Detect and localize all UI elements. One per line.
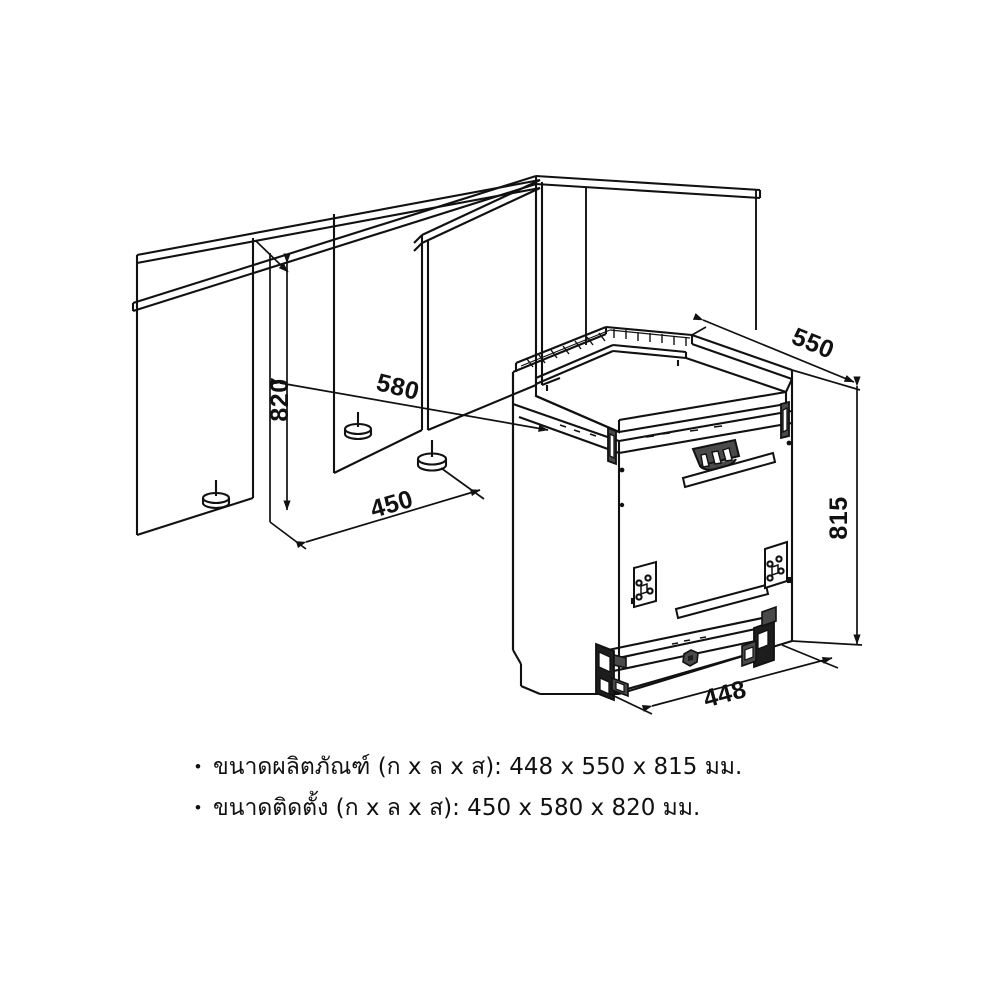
- list-item: • ขนาดผลิตภัณฑ์ (ก x ล x ส): 448 x 550 x…: [195, 752, 895, 782]
- list-item: • ขนาดติดตั้ง (ก x ล x ส): 450 x 580 x 8…: [195, 793, 895, 823]
- countertop-slab: [131, 174, 762, 313]
- door-slot-lower: [674, 583, 770, 620]
- base-corner-bracket: [595, 642, 629, 702]
- door-handle[interactable]: [691, 438, 741, 471]
- dimension-448: [609, 644, 839, 715]
- adjustable-foot: [201, 480, 231, 510]
- side-clip-bracket: [780, 400, 790, 440]
- spec-list: • ขนาดผลิตภัณฑ์ (ก x ล x ส): 448 x 550 x…: [195, 752, 895, 834]
- spec-installation-dimensions: ขนาดติดตั้ง (ก x ล x ส): 450 x 580 x 820…: [213, 795, 701, 821]
- dimension-label-448: 448: [700, 675, 749, 713]
- dimension-450: [269, 467, 485, 550]
- cabinet-side-panel-right: [332, 182, 561, 474]
- dimension-815: [791, 376, 863, 646]
- top-vent-grille: [520, 329, 691, 368]
- hinge-bracket: [630, 560, 657, 609]
- adjuster-screw: [682, 649, 699, 667]
- adjustable-foot: [416, 440, 448, 472]
- spec-product-dimensions: ขนาดผลิตภัณฑ์ (ก x ล x ส): 448 x 550 x 8…: [213, 754, 743, 780]
- extension-lines: [585, 188, 757, 345]
- base-corner-bracket: [741, 605, 777, 669]
- side-clip-bracket: [607, 426, 617, 466]
- door-slot-upper: [681, 451, 777, 489]
- dimension-label-450: 450: [367, 485, 416, 524]
- dimension-580: [270, 377, 549, 432]
- dimension-550: [691, 313, 861, 391]
- adjustable-foot: [343, 412, 373, 441]
- dimension-label-820: 820: [266, 378, 294, 421]
- dishwasher-body: [511, 325, 794, 702]
- dimension-label-815: 815: [825, 496, 853, 539]
- cabinet-side-panel-left: [135, 238, 255, 537]
- bullet-icon: •: [195, 757, 201, 776]
- hinge-bracket: [764, 540, 792, 590]
- bullet-icon: •: [195, 798, 201, 817]
